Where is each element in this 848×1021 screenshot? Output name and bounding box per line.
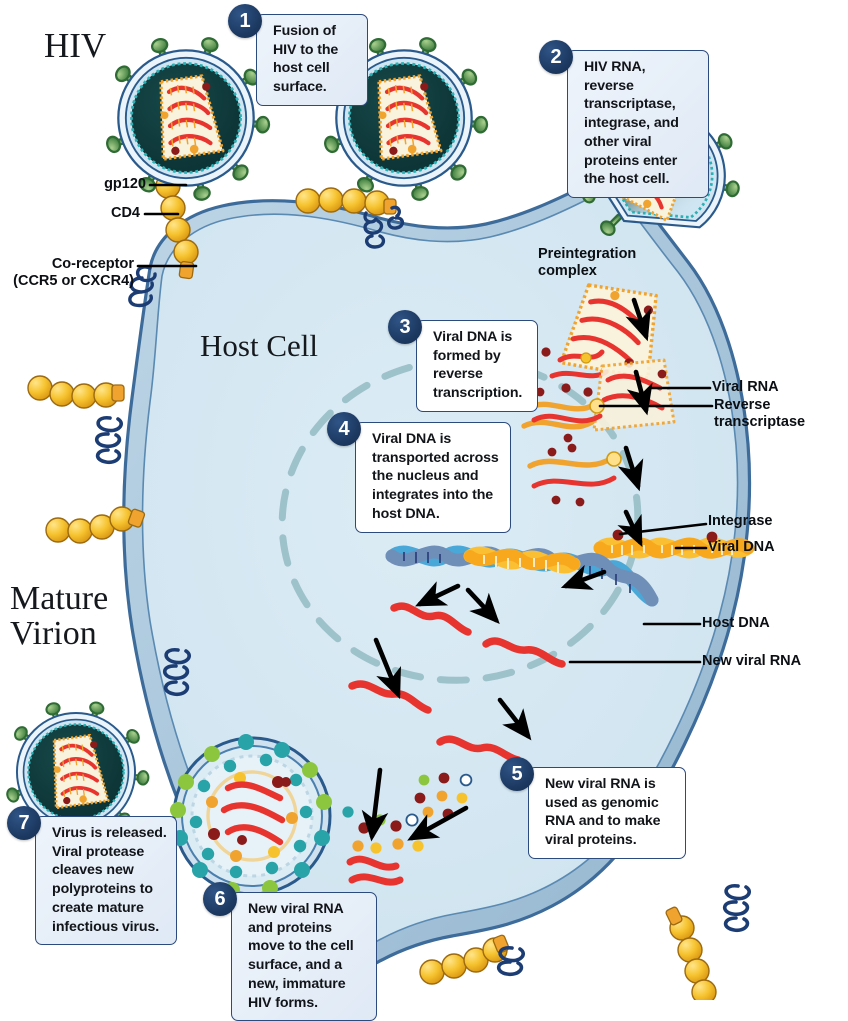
label-cd4: CD4 bbox=[110, 205, 140, 221]
label-co-receptor: Co-receptor (CCR5 or CXCR4) bbox=[13, 256, 134, 289]
step-badge-2[interactable]: 2 bbox=[539, 40, 573, 74]
label-preintegration-complex: Preintegration complex bbox=[538, 246, 637, 279]
label-host-dna: Host DNA bbox=[702, 615, 770, 631]
step-badge-5[interactable]: 5 bbox=[500, 757, 534, 791]
label-gp120: gp120 bbox=[104, 176, 146, 192]
label-new-viral-rna: New viral RNA bbox=[702, 653, 802, 669]
step-callout-2-text: HIV RNA, reverse transcriptase, integras… bbox=[584, 59, 679, 188]
label-viral-dna: Viral DNA bbox=[708, 539, 775, 555]
page-title-host-cell: Host Cell bbox=[200, 328, 318, 363]
step-callout-5[interactable]: New viral RNA is used as genomic RNA and… bbox=[528, 767, 686, 859]
label-viral-rna: Viral RNA bbox=[712, 379, 779, 395]
label-integrase: Integrase bbox=[708, 513, 773, 529]
step-badge-6[interactable]: 6 bbox=[203, 882, 237, 916]
step-badge-7[interactable]: 7 bbox=[7, 806, 41, 840]
label-reverse-transcriptase: Reverse transcriptase bbox=[714, 397, 806, 430]
page-title-hiv: HIV bbox=[44, 26, 107, 65]
diagram-artwork bbox=[3, 0, 755, 1000]
step-callout-7[interactable]: Virus is released. Viral protease cleave… bbox=[35, 816, 177, 946]
step-callout-5-text: New viral RNA is used as genomic RNA and… bbox=[545, 776, 661, 849]
step-callout-3-text: Viral DNA is formed by reverse transcrip… bbox=[433, 329, 523, 402]
step-callout-4[interactable]: Viral DNA is transported across the nucl… bbox=[355, 422, 511, 533]
step-badge-4[interactable]: 4 bbox=[327, 412, 361, 446]
step-callout-2[interactable]: HIV RNA, reverse transcriptase, integras… bbox=[567, 50, 709, 199]
step-callout-6-text: New viral RNA and proteins move to the c… bbox=[248, 901, 354, 1011]
step-callout-1[interactable]: Fusion of HIV to the host cell surface. bbox=[256, 14, 368, 106]
step-callout-7-text: Virus is released. Viral protease cleave… bbox=[52, 825, 167, 935]
step-callout-3[interactable]: Viral DNA is formed by reverse transcrip… bbox=[416, 320, 538, 412]
step-callout-4-text: Viral DNA is transported across the nucl… bbox=[372, 431, 499, 522]
step-badge-1[interactable]: 1 bbox=[228, 4, 262, 38]
page-title-mature-virion: Mature Virion bbox=[10, 580, 109, 652]
step-badge-3[interactable]: 3 bbox=[388, 310, 422, 344]
step-callout-6[interactable]: New viral RNA and proteins move to the c… bbox=[231, 892, 377, 1021]
hiv-life-cycle-diagram: HIV Host Cell Mature Virion gp120 CD4 Co… bbox=[3, 0, 806, 1021]
step-callout-1-text: Fusion of HIV to the host cell surface. bbox=[273, 23, 339, 96]
